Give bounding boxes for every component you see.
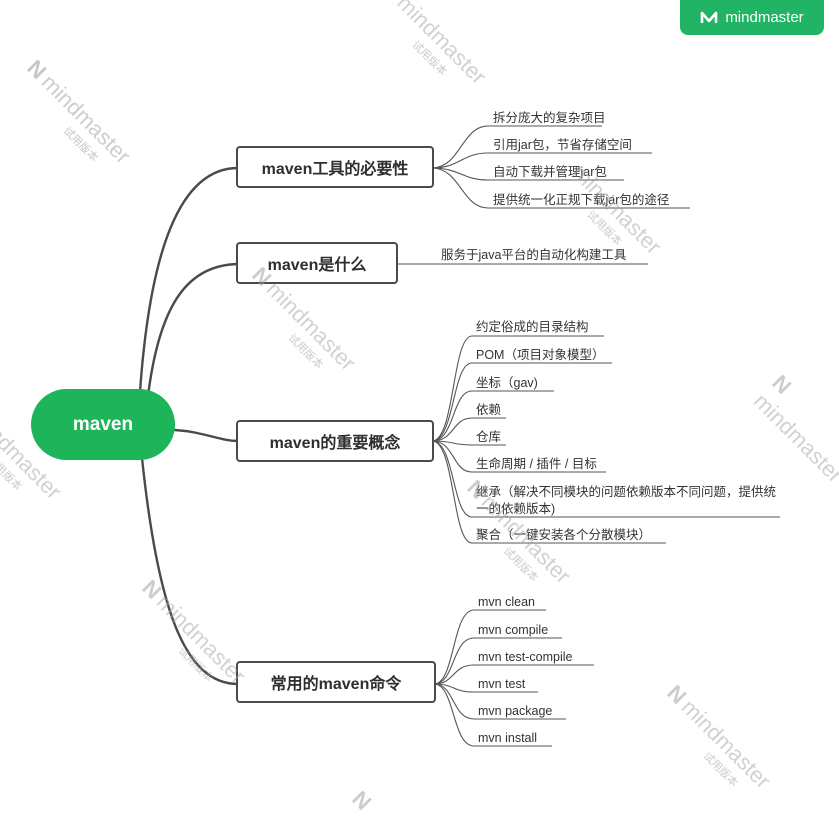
connector-root-branch-1	[138, 166, 240, 394]
leaf-concepts-2[interactable]: POM（项目对象模型）	[476, 348, 605, 362]
leaf-command-5[interactable]: mvn package	[478, 704, 553, 718]
leaf-necessity-3[interactable]: 自动下载并管理jar包	[493, 165, 607, 179]
leaf-command-6[interactable]: mvn install	[478, 731, 538, 745]
leaf-concepts-1[interactable]: 约定俗成的目录结构	[476, 320, 589, 334]
root-node[interactable]: maven	[31, 389, 175, 460]
mindmaster-logo-icon	[701, 11, 718, 23]
leaf-command-4[interactable]: mvn test	[478, 677, 526, 691]
leaf-concepts-4[interactable]: 依赖	[476, 403, 502, 417]
mindmaster-brand-badge[interactable]: mindmaster	[680, 0, 824, 35]
leaf-necessity-2[interactable]: 引用jar包，节省存储空间	[493, 138, 632, 152]
branch-node-what-is[interactable]: maven是什么	[236, 242, 398, 284]
connector-root-branch-3	[173, 428, 240, 443]
leaf-necessity-4[interactable]: 提供统一化正规下载jar包的途径	[493, 193, 670, 207]
leaf-command-1[interactable]: mvn clean	[478, 595, 535, 609]
leaf-concepts-3[interactable]: 坐标（gav)	[476, 376, 538, 390]
leaf-concepts-8[interactable]: 聚合（一键安装各个分散模块）	[476, 528, 652, 542]
leaf-command-2[interactable]: mvn compile	[478, 623, 549, 637]
branch-node-concepts[interactable]: maven的重要概念	[236, 420, 434, 462]
branch-node-necessity[interactable]: maven工具的必要性	[236, 146, 434, 188]
leaf-what-is-1[interactable]: 服务于java平台的自动化构建工具	[441, 248, 627, 262]
leaf-command-3[interactable]: mvn test-compile	[478, 650, 573, 664]
leaf-concepts-7[interactable]: 继承（解决不同模块的问题依赖版本不同问题，提供统一的依赖版本)	[476, 485, 777, 516]
leaf-necessity-1[interactable]: 拆分庞大的复杂项目	[493, 111, 606, 125]
leaf-concepts-6[interactable]: 生命周期 / 插件 / 目标	[476, 457, 597, 471]
branch-node-commands[interactable]: 常用的maven命令	[236, 661, 436, 703]
connector-root-branch-2	[146, 262, 240, 398]
connector-root-branch-4	[140, 456, 240, 686]
leaf-concepts-5[interactable]: 仓库	[476, 430, 502, 444]
brand-name: mindmaster	[725, 9, 804, 26]
